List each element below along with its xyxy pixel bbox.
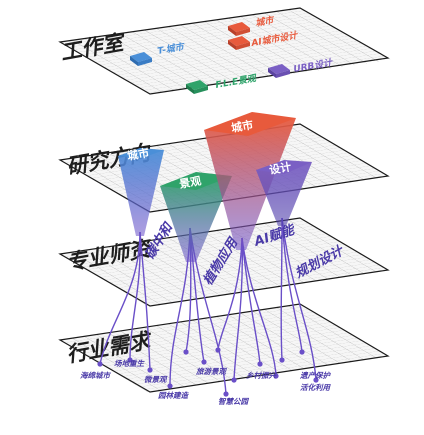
industry-label-2: 微景观 <box>144 375 168 384</box>
funnel-top-label-red: 城市 <box>230 117 254 135</box>
connection-nodes <box>97 347 319 397</box>
industry-label-4: 旅游景观 <box>195 367 227 376</box>
industry-label-5: 智慧公园 <box>218 397 249 406</box>
industry-label-6: 乡村振兴 <box>246 371 277 380</box>
funnel-red: 城市 <box>204 112 296 250</box>
industry-label-8: 活化利用 <box>300 383 331 392</box>
industry-label-1: 海绵城市 <box>80 371 111 380</box>
plane-major <box>58 217 390 307</box>
funnel-purple: 设计 <box>256 159 312 226</box>
plane-tools <box>58 7 391 95</box>
funnel-top-label-purple: 设计 <box>268 159 292 177</box>
funnel-blue: 城市 <box>118 145 164 236</box>
connection-lines <box>99 217 317 395</box>
industry-label-0: 场地重生 <box>114 359 145 368</box>
funnel-green: 景观 <box>160 172 232 262</box>
industry-label-3: 园林建造 <box>158 391 189 400</box>
tool-label-t-city: T-城市 <box>157 41 187 57</box>
tool-item-t-city: T-城市 <box>130 41 187 66</box>
funnel-top-label-blue: 城市 <box>126 145 150 163</box>
industry-label-7: 遗产保护 <box>299 371 331 380</box>
tool-item-city: 城市 <box>228 15 276 36</box>
tool-label-city: 城市 <box>255 15 277 29</box>
funnel-top-label-green: 景观 <box>177 174 202 191</box>
